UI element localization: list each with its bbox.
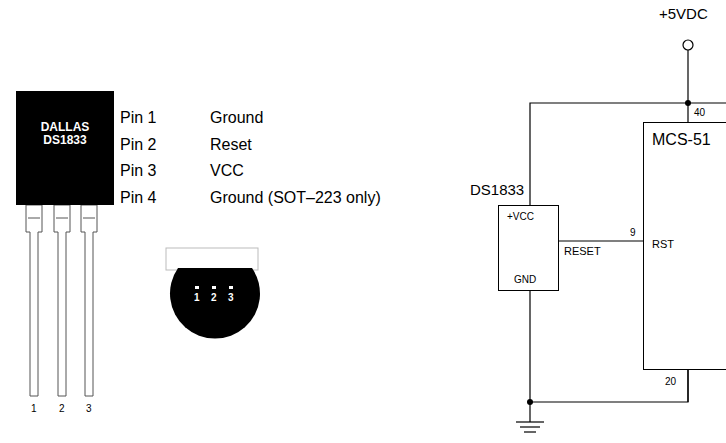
pin-label: Pin 3 (120, 162, 156, 180)
pin-name: RST (652, 238, 674, 250)
wire (559, 240, 643, 241)
pin-number: 9 (630, 227, 636, 238)
bottom-view-outline (166, 248, 258, 270)
pin-function: Reset (210, 136, 252, 154)
part-name: MCS-51 (652, 131, 711, 149)
pin-number: 3 (228, 292, 234, 303)
pin-number: 20 (665, 376, 676, 387)
mcu-box: MCS-51RST (643, 122, 726, 370)
bottom-view-pins (195, 286, 233, 289)
leg-number: 3 (86, 403, 92, 414)
pin-function: Ground (SOT–223 only) (210, 189, 381, 207)
bottom-view-body (170, 268, 260, 339)
pin-number: 1 (194, 292, 200, 303)
package-marking: DALLAS DS1833 (37, 121, 93, 147)
ic-box: DS1833+VCCGND (498, 205, 559, 291)
pin-function: VCC (210, 162, 244, 180)
pin-label: Pin 1 (120, 109, 156, 127)
pin-number: 40 (694, 107, 705, 118)
pin-name: GND (514, 274, 536, 285)
package-legs (26, 205, 97, 396)
pin-number: 2 (211, 292, 217, 303)
pin-label: Pin 2 (120, 136, 156, 154)
leg-number: 2 (59, 403, 65, 414)
part-name: DS1833 (470, 182, 524, 199)
leg-number: 1 (31, 403, 37, 414)
pin-name: +VCC (507, 211, 534, 222)
supply-label: +5VDC (659, 6, 708, 23)
pin-label: Pin 4 (120, 189, 156, 207)
signal-name: RESET (564, 245, 601, 257)
package-body: DALLAS DS1833 (16, 91, 114, 205)
pin-function: Ground (210, 109, 263, 127)
